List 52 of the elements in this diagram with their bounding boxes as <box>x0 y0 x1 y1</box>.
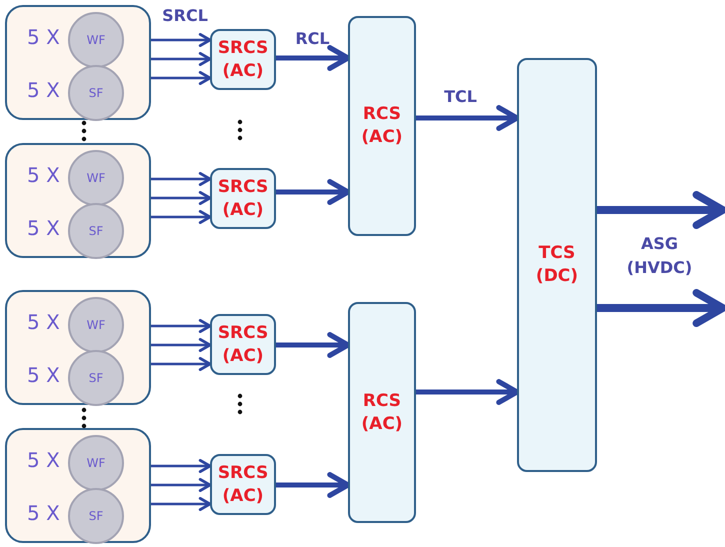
count-label: 5 X <box>27 216 60 240</box>
substation-box <box>210 314 276 375</box>
farm-label: WF <box>86 318 106 332</box>
count-label: 5 X <box>27 25 60 49</box>
arrow <box>151 478 212 492</box>
substation-box <box>210 454 276 515</box>
farm-label: SF <box>88 86 104 100</box>
substation-label: SRCS (AC) <box>216 36 270 82</box>
arrow <box>151 52 212 66</box>
substation-box <box>210 29 276 90</box>
arrow <box>597 289 725 327</box>
farm-label: SF <box>88 509 104 523</box>
substation-box <box>210 168 276 229</box>
farm-label: WF <box>86 171 106 185</box>
connection-label: RCL <box>294 28 331 50</box>
arrow <box>597 191 725 229</box>
arrow <box>151 357 212 371</box>
count-label: 5 X <box>27 78 60 102</box>
turbine-group-panel <box>5 143 151 258</box>
substation-box <box>348 302 416 523</box>
substation-box <box>517 58 597 472</box>
substation-label: SRCS (AC) <box>216 462 270 508</box>
arrow <box>151 338 212 352</box>
substation-label: SRCS (AC) <box>216 176 270 222</box>
substation-label: SRCS (AC) <box>216 322 270 368</box>
turbine-group-panel <box>5 5 151 120</box>
arrow <box>151 497 212 511</box>
substation-label: TCS (DC) <box>534 242 580 288</box>
substation-box <box>348 16 416 236</box>
turbine-group-panel <box>5 290 151 405</box>
farm-label: WF <box>86 456 106 470</box>
connection-label: ASG (HVDC) <box>626 233 694 279</box>
arrow <box>151 33 212 47</box>
farm-label: SF <box>88 224 104 238</box>
count-label: 5 X <box>27 363 60 387</box>
arrow <box>151 172 212 186</box>
count-label: 5 X <box>27 448 60 472</box>
substation-label: RCS (AC) <box>360 103 404 149</box>
substation-label: RCS (AC) <box>360 390 404 436</box>
arrow <box>151 319 212 333</box>
farm-label: WF <box>86 33 106 47</box>
count-label: 5 X <box>27 310 60 334</box>
arrow <box>151 191 212 205</box>
arrow <box>151 210 212 224</box>
arrow <box>151 71 212 85</box>
arrow <box>151 459 212 473</box>
count-label: 5 X <box>27 163 60 187</box>
connection-label: SRCL <box>161 5 209 27</box>
count-label: 5 X <box>27 501 60 525</box>
turbine-group-panel <box>5 428 151 543</box>
connection-label: TCL <box>443 86 478 108</box>
farm-label: SF <box>88 371 104 385</box>
